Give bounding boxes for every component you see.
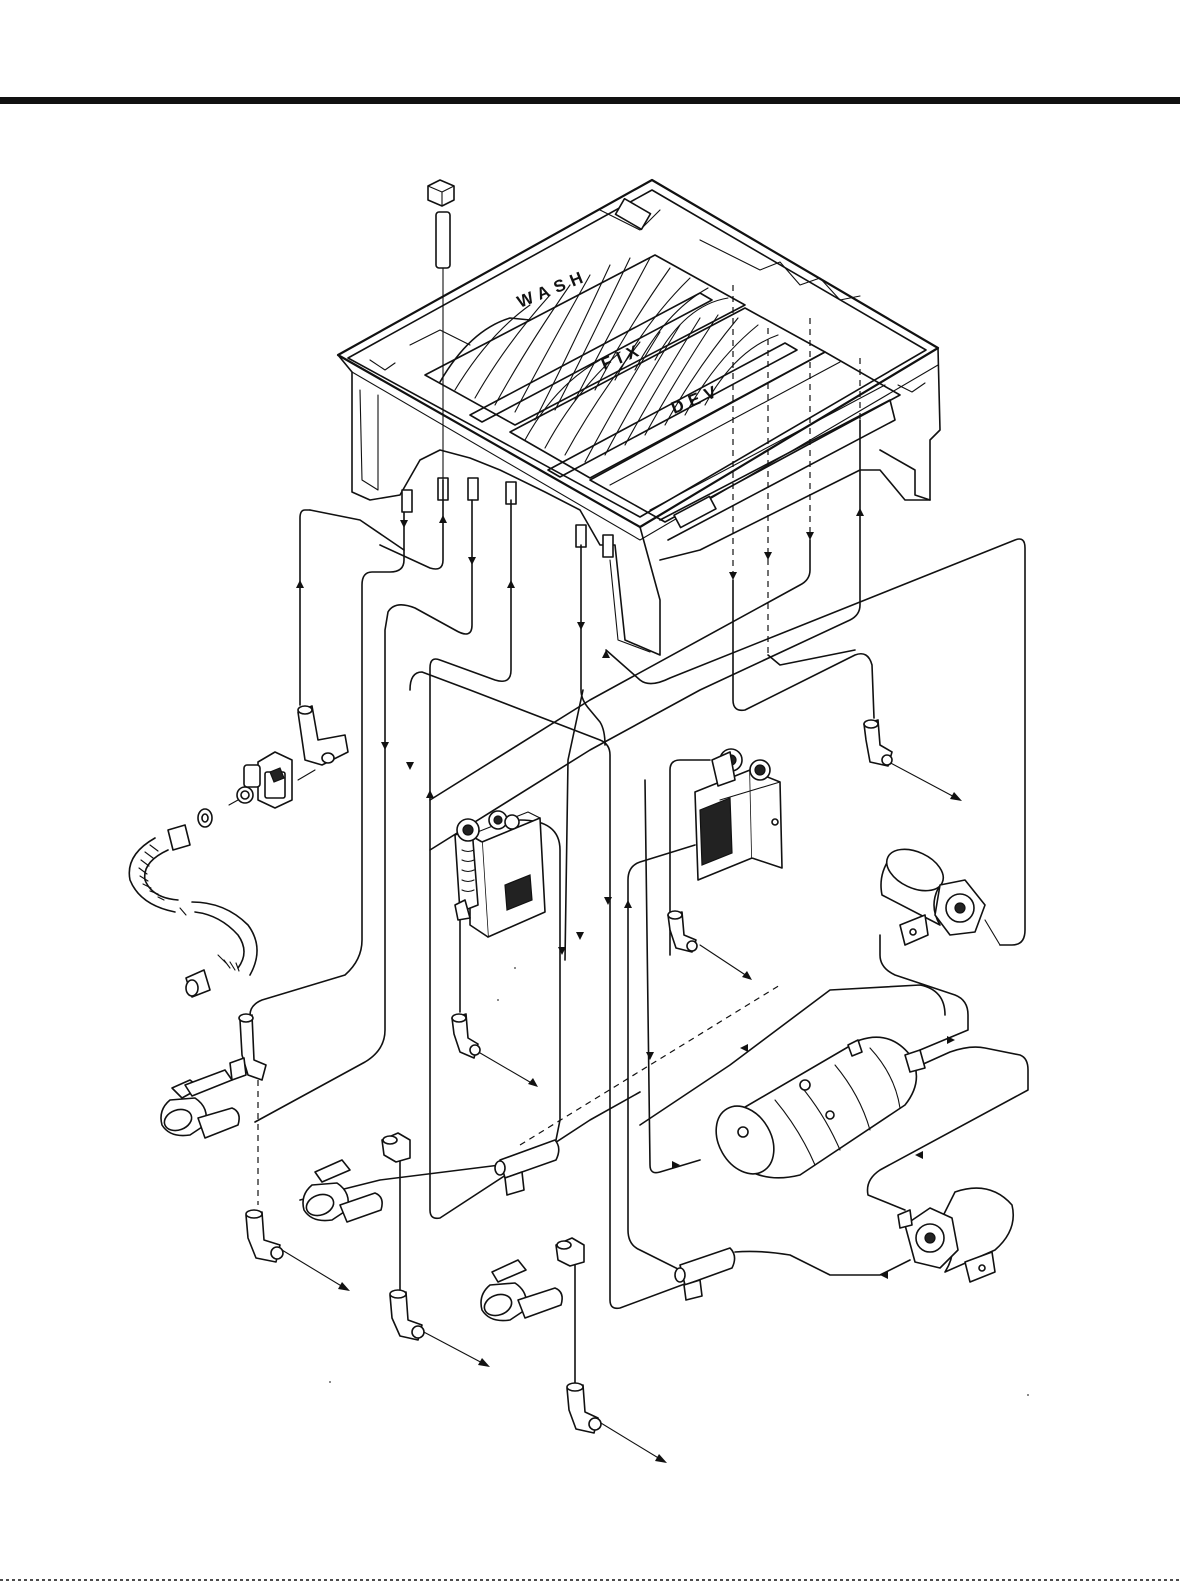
speck-marks xyxy=(329,967,1029,1396)
dev-tank xyxy=(590,352,900,540)
replenisher-pump-upper xyxy=(880,841,1000,945)
circulation-pump-a xyxy=(455,811,545,937)
flow-arrows xyxy=(296,508,955,1279)
check-valve-3 xyxy=(481,1238,584,1321)
elbow-fittings xyxy=(246,706,892,1433)
circulation-pump-b xyxy=(695,749,782,880)
wash-label: WASH xyxy=(514,266,591,312)
inlet-solenoid-valve xyxy=(237,752,292,808)
replenisher-pump-lower xyxy=(898,1188,1013,1282)
check-valve-1 xyxy=(161,1014,266,1138)
processor-tank-rack: WASH FIX DEV xyxy=(338,180,940,655)
water-inlet-assembly xyxy=(129,752,315,997)
inlet-hose xyxy=(129,825,257,997)
header-rule xyxy=(0,97,1180,104)
tee-fittings xyxy=(495,1140,735,1300)
